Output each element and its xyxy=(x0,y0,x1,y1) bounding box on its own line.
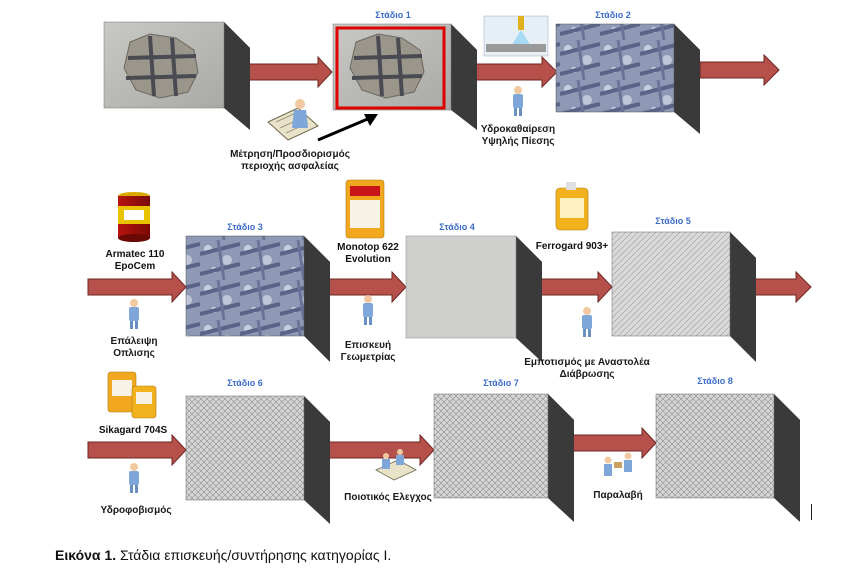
cube-stage-8 xyxy=(655,393,800,522)
worker-icon xyxy=(129,299,139,329)
product-label-ferrogard: Ferrogard 903+ xyxy=(535,241,609,252)
stage-title: Στάδιο 8 xyxy=(697,376,733,386)
stage-title: Στάδιο 4 xyxy=(439,222,475,232)
flow-arrow xyxy=(87,270,187,304)
stage-title: Στάδιο 1 xyxy=(375,10,411,20)
figure-caption: Εικόνα 1. Στάδια επισκευής/συντήρησης κα… xyxy=(55,547,391,563)
cube-stage-6 xyxy=(185,395,330,524)
stage-title: Στάδιο 6 xyxy=(227,378,263,388)
step-label-quality-control: Ποιοτικός Ελεγχος xyxy=(344,492,432,503)
stage-title: Στάδιο 2 xyxy=(595,10,631,20)
cube-initial xyxy=(103,21,250,130)
highlight-frame xyxy=(335,26,446,110)
cube-stage-4 xyxy=(405,235,542,362)
monotop-bag-icon xyxy=(345,179,385,239)
flow-arrow xyxy=(475,55,558,89)
quality-control-team-icon xyxy=(375,449,417,481)
cube-stage-1 xyxy=(332,23,477,130)
stage-title: Στάδιο 3 xyxy=(227,222,263,232)
worker-icon xyxy=(363,295,373,325)
worker-icon xyxy=(582,307,592,337)
cube-stage-3 xyxy=(185,235,330,362)
hydrodemolition-machine-icon xyxy=(483,15,549,57)
cube-stage-7 xyxy=(433,393,574,522)
measuring-worker-icon xyxy=(267,99,319,141)
product-label-sikagard: Sikagard 704S xyxy=(98,425,168,436)
worker-icon xyxy=(513,86,523,116)
stage-title: Στάδιο 7 xyxy=(483,378,519,388)
cube-stage-2 xyxy=(555,23,700,134)
flow-arrow xyxy=(87,433,187,467)
sikagard-containers-icon xyxy=(107,371,157,419)
pointer-arrow-icon xyxy=(317,114,378,142)
flow-arrow xyxy=(699,53,780,87)
figure-caption-lead: Εικόνα 1. xyxy=(55,547,117,563)
flow-arrow xyxy=(247,55,333,89)
divider-mark xyxy=(811,504,812,520)
step-label-hydrophobing: Υδροφοβισμός xyxy=(100,505,172,516)
armatec-bucket-icon xyxy=(118,192,150,242)
stage-title: Στάδιο 5 xyxy=(655,216,691,226)
worker-icon xyxy=(129,463,139,493)
cube-stage-5 xyxy=(611,231,756,362)
figure-caption-text: Στάδια επισκευής/συντήρησης κατηγορίας Ι… xyxy=(116,547,392,563)
ferrogard-canister-icon xyxy=(555,182,589,231)
handover-icon xyxy=(604,452,632,476)
step-label-receipt: Παραλαβή xyxy=(593,490,643,501)
